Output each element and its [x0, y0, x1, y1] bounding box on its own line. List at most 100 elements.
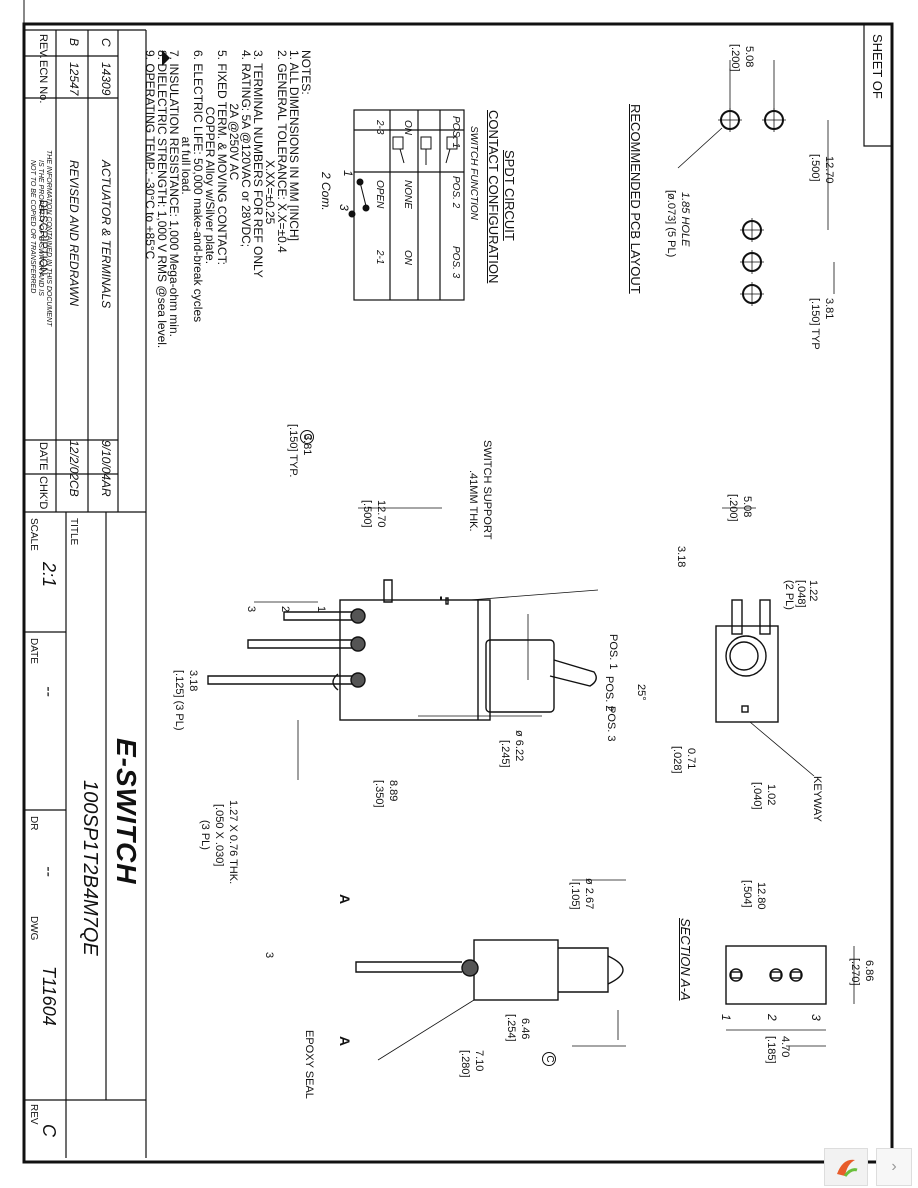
top-dim-122-pl: (2 PL): [783, 580, 795, 610]
front-arrow-a-bottom: A: [337, 1036, 353, 1047]
section-dim-686-inch: [.270]: [849, 958, 861, 986]
front-arrow-a-top: A: [337, 894, 353, 905]
switch-table-pos3: POS. 3: [450, 246, 461, 279]
side-angle: 25°: [635, 684, 647, 701]
note-line: 2A @250V AC: [227, 50, 241, 181]
top-dim-122: 1.22: [807, 580, 819, 602]
side-dim-622-inch: [.245]: [499, 740, 511, 768]
pcb-hole-inch: [ø.073] (5 PL): [665, 190, 677, 258]
section-dim-470-inch: [.185]: [765, 1036, 777, 1064]
section-dim-1280-inch: [.504]: [741, 880, 753, 908]
rev-row-b-rev: B: [67, 38, 81, 47]
front-dim-646: 6.46: [519, 1018, 531, 1040]
rev-header-ecn: ECN No.: [37, 60, 49, 104]
rev-header-date: DATE: [37, 442, 49, 471]
rev-row-c-desc: ACTUATOR & TERMINALS: [99, 160, 113, 309]
title-value: 100SP1T2B4M7QE: [79, 780, 101, 956]
dwg-value: T11604: [39, 966, 59, 1026]
switch-table-cell-on3: ON: [402, 250, 413, 265]
rev-label: REV: [28, 1104, 39, 1125]
title-label: TITLE: [68, 518, 79, 546]
side-support: SWITCH SUPPORT: [481, 440, 493, 540]
side-dim-1270: 12.70: [375, 500, 387, 528]
viewer-logo-icon[interactable]: [824, 1148, 868, 1186]
notes-lines: 1. ALL DIMENSIONS IN MM [INCH] 2. GENERA…: [143, 50, 301, 410]
note-line: X.XX=±0.25: [263, 50, 277, 225]
circuit-t3: 3: [337, 204, 351, 211]
side-term-1: 1: [315, 606, 327, 613]
switch-table-cell-open: OPEN: [374, 180, 385, 209]
circuit-com: 2 Com.: [319, 172, 333, 211]
front-term: 1.27 X 0.76 THK.: [227, 800, 239, 885]
note-line: COPPER Alloy w/Silver plate.: [203, 50, 217, 265]
viewer-controls: ›: [822, 1146, 912, 1186]
side-dim-381-inch: [.150] TYP.: [287, 424, 299, 478]
side-term-3: 3: [245, 606, 257, 613]
rev-row-b-date: 12/2/02: [67, 440, 81, 481]
note-line: 4. RATING: 5A @120VAC or 28VDC;: [239, 50, 253, 248]
top-dim-318: 3.18: [675, 546, 687, 568]
chevron-right-icon[interactable]: ›: [876, 1148, 912, 1186]
top-dim-508-inch: [.200]: [727, 494, 739, 522]
top-keyway: KEYWAY: [811, 776, 823, 822]
front-term-pl: (3 PL): [199, 820, 211, 850]
note-line: 7. INSULATION RESISTANCE: 1,000 Mega-ohm…: [167, 50, 181, 337]
side-pos3: POS. 3: [605, 706, 617, 742]
pcb-dim-381: 3.81: [823, 298, 835, 320]
rev-header-chkd: CHK'D: [37, 476, 49, 510]
pcb-dim-508-inch: [.200]: [729, 44, 741, 72]
rev-row-b-chkd: CB: [67, 480, 81, 497]
front-dim-710: 7.10: [473, 1050, 485, 1072]
note-line: 9. OPERATING TEMP.: -30°C to +85°C: [143, 50, 157, 260]
confidential-line: IS THE PROPERTY OF E-SWITCH AND IS: [37, 160, 44, 296]
switch-table-pos1: POS. 1: [450, 116, 461, 149]
top-dim-102: 1.02: [765, 784, 777, 806]
front-dim-267-inch: [.105]: [569, 882, 581, 910]
notes-block: NOTES: 1. ALL DIMENSIONS IN MM [INCH] 2.…: [143, 50, 313, 410]
front-dim-267: ø 2.67: [583, 878, 595, 910]
rev-value: C: [39, 1124, 59, 1137]
front-dim-646-inch: [.254]: [505, 1014, 517, 1042]
notes-heading: NOTES:: [299, 50, 313, 95]
dr-value: --: [40, 866, 57, 877]
switch-table-title: SWITCH FUNCTION: [468, 126, 479, 220]
rev-row-b-ecn: 12547: [67, 62, 81, 96]
pcb-dim-1270-inch: [.500]: [809, 154, 821, 182]
note-line: 6. ELECTRIC LIFE: 50,000 make-and-break …: [191, 50, 205, 323]
date-value: --: [40, 686, 57, 697]
side-dim-1270-inch: [.500]: [361, 500, 373, 528]
circuit-title: SPDT CIRCUIT: [502, 150, 517, 241]
section-dim-1280: 12.80: [755, 882, 767, 910]
section-num-2: 2: [765, 1014, 779, 1021]
top-dim-071: 0.71: [685, 748, 697, 770]
note-line: 3. TERMINAL NUMBERS FOR REF ONLY: [251, 50, 265, 278]
front-term-3: 3: [263, 952, 275, 959]
rev-row-c-date: 9/10/04: [99, 440, 113, 481]
side-dim-318-inch: [.125] (3 PL): [173, 670, 185, 731]
rev-row-c-chkd: AR: [99, 480, 113, 497]
front-dim-710-inch: [.280]: [459, 1050, 471, 1078]
pcb-dim-1270: 12.70: [823, 156, 835, 184]
date-label: DATE: [28, 638, 39, 664]
top-dim-508: 5.08: [741, 496, 753, 518]
scale-value: 2:1: [39, 562, 59, 588]
rev-row-c-ecn: 14309: [99, 62, 113, 96]
note-line: at full load.: [179, 50, 193, 195]
top-dim-102-inch: [.040]: [751, 782, 763, 810]
pcb-hole: 1.85 HOLE: [679, 192, 691, 247]
dr-label: DR: [28, 816, 39, 831]
note-line: 8. DIELECTRIC STRENGTH: 1,000 V RMS @sea…: [155, 50, 169, 349]
side-dim-889-inch: [.350]: [373, 780, 385, 808]
rev-header-rev: REV.: [37, 34, 49, 59]
switch-table-pos2: POS. 2: [450, 176, 461, 209]
section-title: SECTION A-A: [678, 918, 693, 1001]
dwg-label: DWG: [28, 916, 39, 941]
rev-marker-c: C: [300, 430, 314, 444]
front-epoxy: EPOXY SEAL: [303, 1030, 315, 1099]
front-term-inch: [.050 X .030]: [213, 804, 225, 867]
sheet-label: SHEET OF: [870, 34, 885, 99]
